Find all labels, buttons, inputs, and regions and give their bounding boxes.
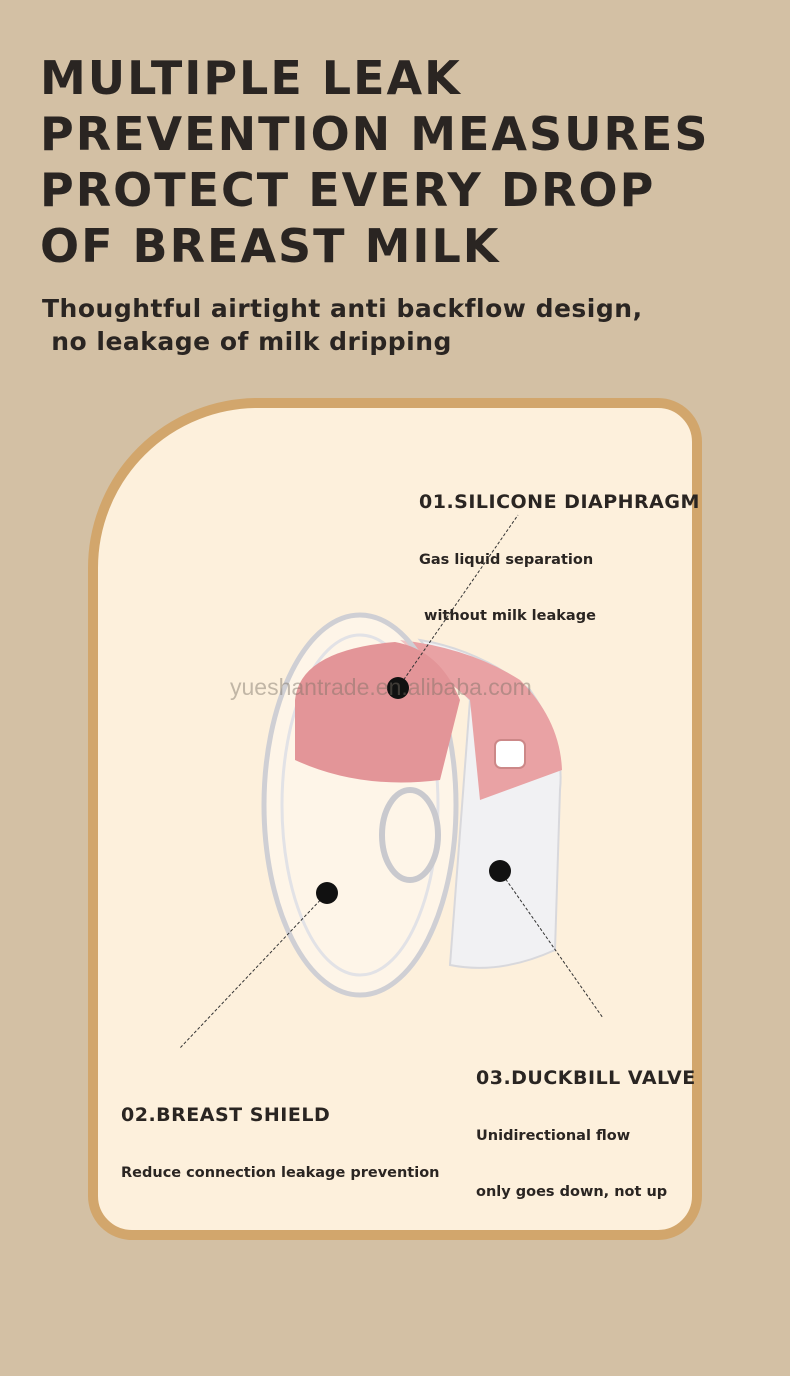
- callout-silicone-diaphragm: 01.SILICONE DIAPHRAGM Gas liquid separat…: [419, 453, 700, 644]
- callout-desc: Gas liquid separation: [419, 552, 594, 568]
- button-icon: [494, 739, 526, 769]
- callout-breast-shield: 02.BREAST SHIELD Reduce connection leaka…: [121, 1066, 439, 1201]
- headline-line: PREVENTION MEASURES: [40, 107, 710, 161]
- callout-title: 03.DUCKBILL VALVE: [476, 1067, 696, 1089]
- subheadline-line: Thoughtful airtight anti backflow design…: [42, 294, 643, 323]
- callout-desc: Unidirectional flow: [476, 1128, 631, 1144]
- callout-desc: without milk leakage: [419, 608, 596, 624]
- product-panel: [88, 398, 702, 1240]
- subheadline: Thoughtful airtight anti backflow design…: [42, 292, 643, 358]
- callout-title: 01.SILICONE DIAPHRAGM: [419, 491, 700, 513]
- marker-dot: [316, 882, 338, 904]
- marker-dot: [387, 677, 409, 699]
- callout-desc: only goes down, not up: [476, 1184, 668, 1200]
- watermark: yueshantrade.en.alibaba.com: [230, 674, 532, 700]
- headline-line: MULTIPLE LEAK: [40, 51, 462, 105]
- headline-line: PROTECT EVERY DROP: [40, 163, 656, 217]
- callout-duckbill-valve: 03.DUCKBILL VALVE Unidirectional flow on…: [476, 1029, 696, 1220]
- callout-title: 02.BREAST SHIELD: [121, 1104, 331, 1126]
- callout-desc: Reduce connection leakage prevention: [121, 1165, 440, 1181]
- subheadline-line: no leakage of milk dripping: [42, 327, 452, 356]
- headline-line: OF BREAST MILK: [40, 219, 501, 273]
- leader-lines: [179, 514, 604, 1049]
- headline: MULTIPLE LEAK PREVENTION MEASURES PROTEC…: [40, 50, 709, 274]
- marker-dot: [489, 860, 511, 882]
- breast-pump-image: [261, 612, 562, 998]
